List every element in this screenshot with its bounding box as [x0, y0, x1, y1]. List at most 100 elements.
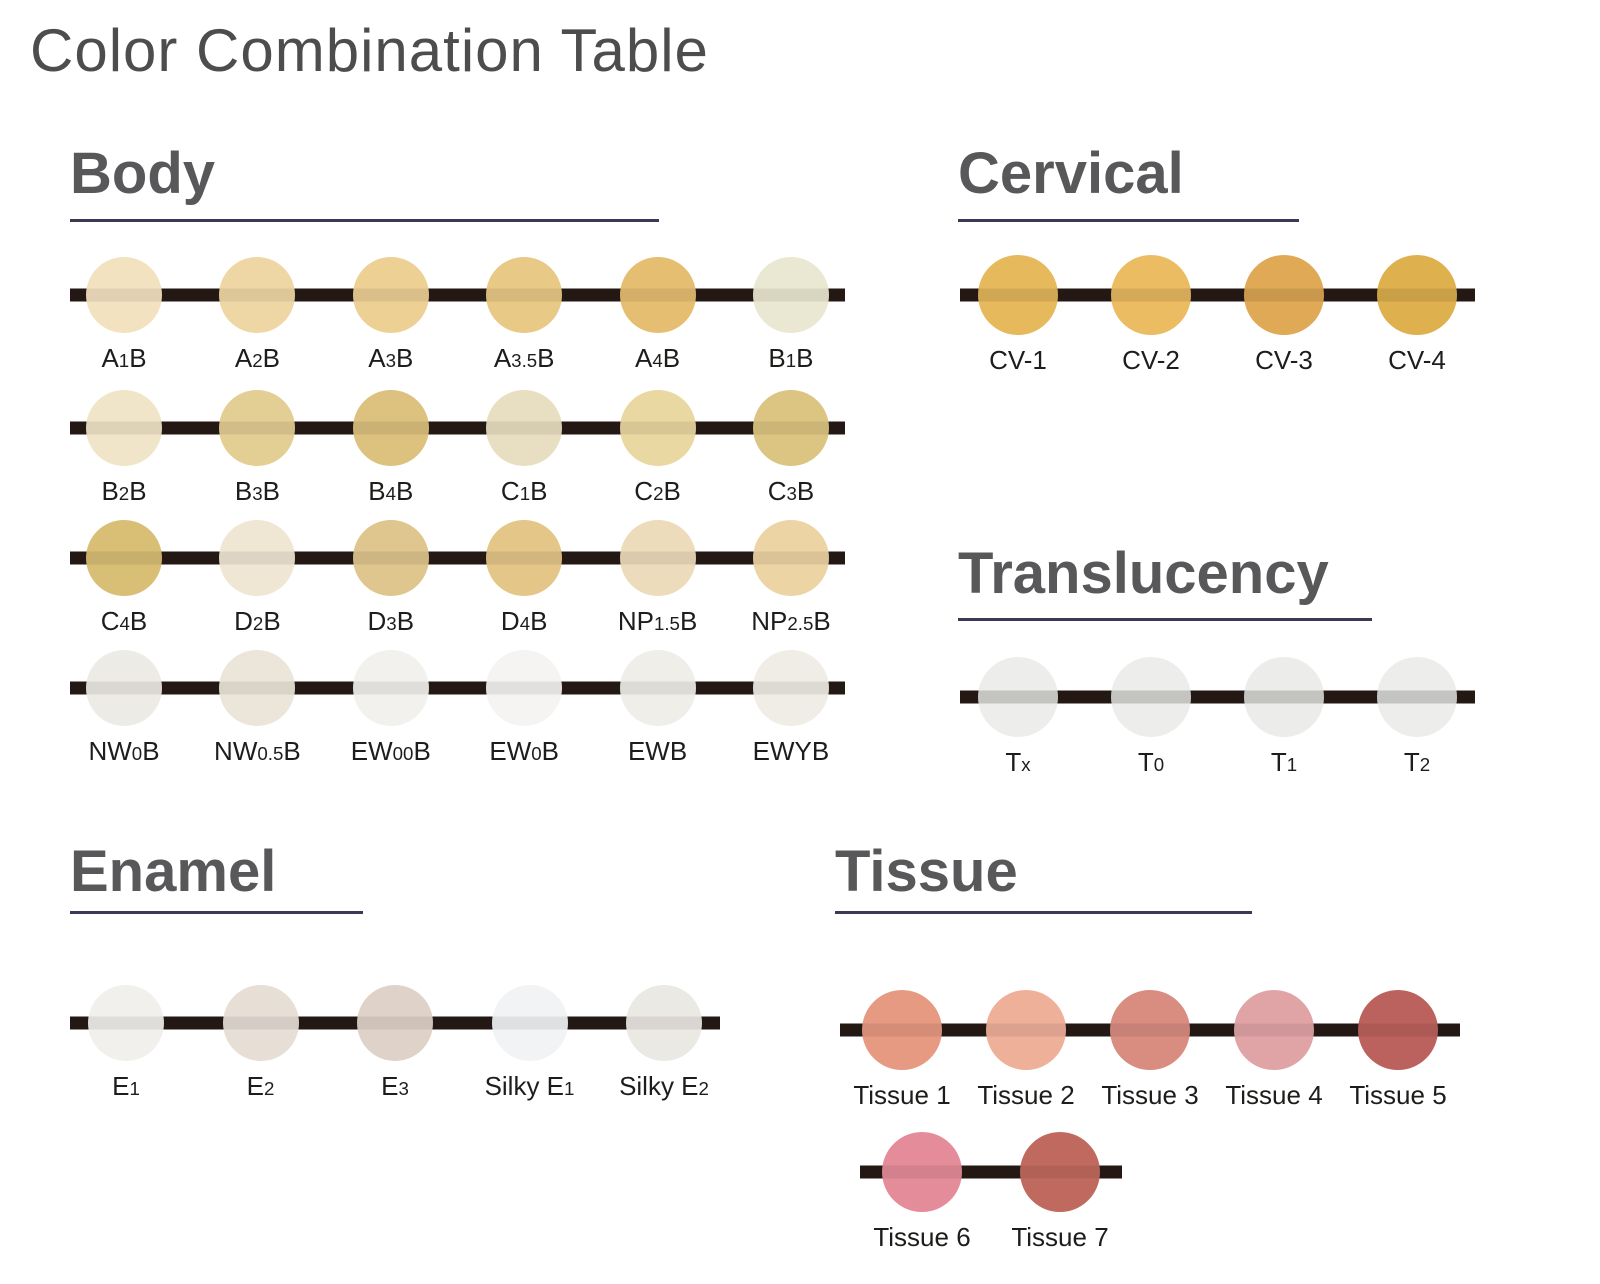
shade-label: CV-2: [1122, 345, 1180, 375]
shade-cell: CV-1: [978, 255, 1058, 375]
swatch-nw0b: [86, 650, 162, 726]
shade-cell: E1: [88, 985, 164, 1101]
shade-label: EWYB: [752, 736, 830, 766]
swatch-c1b: [486, 390, 563, 466]
shade-label: Tissue 7: [1011, 1222, 1109, 1252]
shade-cell: NW0.5B: [214, 650, 301, 766]
shade-row-cervical: CV-1 CV-2 CV-3 CV-4: [960, 255, 1475, 375]
swatch-t1: [1244, 657, 1324, 737]
swatch-e2: [222, 985, 299, 1061]
shade-label: A1B: [101, 343, 147, 373]
shade-cell: Tissue 6: [873, 1132, 971, 1252]
shade-row-translucency: Tx T0 T1 T2: [960, 657, 1475, 777]
shade-cell: A4B: [619, 257, 696, 373]
shade-label: C3B: [767, 476, 815, 506]
shade-cell: Tissue 2: [977, 990, 1075, 1110]
swatch-t2: [1377, 657, 1457, 737]
shade-cell: Tissue 3: [1101, 990, 1199, 1110]
swatch-ew00b: [352, 650, 429, 726]
shade-label: CV-1: [989, 345, 1047, 375]
shade-label: Tissue 1: [853, 1080, 951, 1110]
swatch-d2b: [219, 520, 296, 596]
shade-line: [960, 288, 1475, 302]
swatch-d3b: [352, 520, 429, 596]
shade-label: E2: [246, 1071, 275, 1101]
shade-cell: T1: [1244, 657, 1324, 777]
shade-cell: Tissue 4: [1225, 990, 1323, 1110]
shade-label: T0: [1137, 747, 1165, 777]
shade-label: B2B: [101, 476, 147, 506]
shade-cell: Tissue 5: [1349, 990, 1447, 1110]
swatch-cv-2: [1111, 255, 1191, 335]
shade-cell: Tissue 1: [853, 990, 951, 1110]
shade-label: C1B: [500, 476, 548, 506]
shade-label: A3B: [368, 343, 414, 373]
swatch-a1b: [86, 257, 162, 333]
swatch-b4b: [352, 390, 429, 466]
shade-cell: NP2.5B: [751, 520, 831, 636]
shade-cell: NW0B: [86, 650, 162, 766]
cervical-heading-underline: [958, 219, 1299, 222]
shade-label: C2B: [634, 476, 681, 506]
swatch-tissue-7: [1020, 1132, 1100, 1212]
swatch-np1.5b: [619, 520, 696, 596]
shade-label: A2B: [234, 343, 280, 373]
shade-cell: C4B: [86, 520, 162, 636]
shade-cell: EWYB: [752, 650, 829, 766]
shade-cell: B4B: [352, 390, 429, 506]
swatch-a4b: [619, 257, 696, 333]
shade-cell: CV-2: [1111, 255, 1191, 375]
shade-label: Tissue 6: [873, 1222, 971, 1252]
swatch-tx: [978, 657, 1058, 737]
shade-cell: T0: [1111, 657, 1191, 777]
swatch-nw0.5b: [219, 650, 296, 726]
shade-cell: A3.5B: [486, 257, 563, 373]
swatch-t0: [1111, 657, 1191, 737]
swatch-silky-e2: [626, 985, 702, 1061]
swatch-ewb: [619, 650, 696, 726]
section-heading-body: Body: [70, 141, 215, 206]
shade-label: Tissue 2: [977, 1080, 1075, 1110]
shade-label: EW0B: [489, 736, 559, 766]
shade-line: [70, 551, 845, 565]
swatch-np2.5b: [752, 520, 829, 596]
swatch-e1: [88, 985, 164, 1061]
shade-cell: CV-4: [1377, 255, 1457, 375]
shade-cell: D2B: [219, 520, 296, 636]
swatch-tissue-5: [1358, 990, 1438, 1070]
enamel-heading-underline: [70, 911, 363, 914]
swatch-cv-3: [1244, 255, 1324, 335]
shade-label: Tissue 5: [1349, 1080, 1447, 1110]
shade-cell: E3: [357, 985, 433, 1101]
swatch-c4b: [86, 520, 162, 596]
swatch-b2b: [86, 390, 162, 466]
swatch-silky-e1: [491, 985, 568, 1061]
shade-cell: B3B: [219, 390, 296, 506]
shade-cell: EW0B: [486, 650, 563, 766]
shade-label: T2: [1403, 747, 1431, 777]
shade-cell: D3B: [352, 520, 429, 636]
shade-label: CV-3: [1255, 345, 1313, 375]
swatch-a3b: [352, 257, 429, 333]
shade-cell: CV-3: [1244, 255, 1324, 375]
swatch-a3.5b: [486, 257, 563, 333]
shade-cell: Tissue 7: [1011, 1132, 1109, 1252]
shade-cell: EWB: [619, 650, 696, 766]
shade-cell: EW00B: [351, 650, 431, 766]
shade-row-body-4: NW0B NW0.5B EW00B EW0B EWB EWYB: [70, 650, 845, 766]
swatch-ewyb: [752, 650, 829, 726]
shade-label: Tx: [1005, 747, 1031, 777]
shade-label: Tissue 4: [1225, 1080, 1323, 1110]
shade-label: C4B: [100, 606, 148, 636]
shade-label: T1: [1270, 747, 1298, 777]
shade-label: D2B: [234, 606, 281, 636]
shade-cell: T2: [1377, 657, 1457, 777]
swatch-cv-1: [978, 255, 1058, 335]
swatch-tissue-6: [882, 1132, 962, 1212]
shade-label: B4B: [368, 476, 414, 506]
shade-label: NP1.5B: [617, 606, 698, 636]
